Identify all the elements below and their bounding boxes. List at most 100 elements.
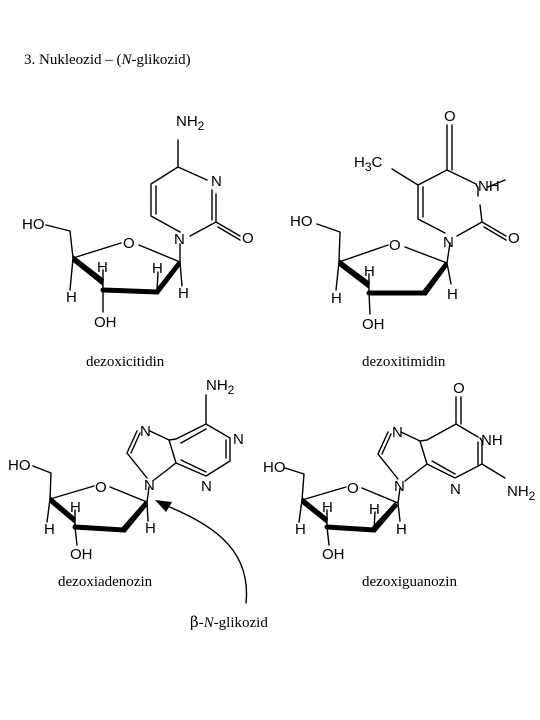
o-label: O [508, 230, 520, 247]
wedge-c4-c3 [73, 255, 104, 286]
h-c1 [397, 502, 401, 522]
o-label: O [444, 108, 456, 125]
imidazole-right [149, 430, 177, 481]
ring-bond-o-c1 [404, 246, 448, 264]
oh-c3 [368, 292, 371, 315]
thymine-carbonyl-2 [481, 221, 507, 241]
bold-c3-c2 [324, 524, 377, 533]
oh-label: OH [322, 546, 345, 563]
h-label: H [396, 521, 407, 538]
ring-o-label: O [123, 235, 135, 252]
h-c4 [335, 261, 340, 291]
pyrimidine-double [180, 428, 227, 473]
h-label: H [178, 285, 189, 302]
arrow-head [155, 500, 172, 512]
n-label: N [140, 423, 151, 440]
dezoxicitidin-structure: HO O H H H H OH N N O NH2 dezoxicitidin [22, 113, 254, 370]
h-label: H [97, 259, 108, 276]
dezoxiguanozin-structure: HO O H H H H OH N N N O NH NH2 dezoxigua… [263, 380, 536, 590]
carbonyl-top [446, 124, 453, 171]
n-label: N [201, 478, 212, 495]
oh-label: OH [70, 546, 93, 563]
wedge-c2-c1 [122, 501, 148, 533]
ho-label: HO [22, 216, 45, 233]
thymine-right-c [456, 204, 483, 237]
o-label: O [453, 380, 465, 397]
nh2-label: NH2 [507, 483, 536, 503]
h-c4 [46, 498, 51, 523]
nh-label: NH [481, 432, 503, 449]
bold-c3-c2 [72, 524, 127, 533]
h-label: H [70, 499, 81, 516]
n-label: N [394, 478, 405, 495]
carbonyl-bond [455, 396, 462, 425]
ring-bond-o-c1 [361, 487, 399, 504]
ring-o-label: O [389, 237, 401, 254]
h-c2 [373, 511, 376, 531]
imidazole-left [126, 430, 148, 479]
wedge-c4-c3 [339, 259, 370, 289]
ring-bond-c4-o [338, 244, 389, 263]
n-label: N [144, 477, 155, 494]
beta-n-glycoside-label: β-N-glikozid [190, 613, 268, 631]
nh2-label: NH2 [176, 113, 205, 133]
h-c1 [446, 262, 452, 285]
pyrimidine-ring [419, 423, 483, 479]
ring-bond-c4-o [301, 486, 347, 501]
dezoxicitidin-label: dezoxicitidin [86, 354, 165, 370]
thymine-nh-bond [487, 179, 506, 188]
thymine-right-b [475, 183, 479, 189]
wedge-c2-c1 [423, 262, 448, 296]
oh-label: OH [362, 316, 385, 333]
h-c1 [146, 501, 149, 522]
nh-label: NH [478, 178, 500, 195]
h-c4 [69, 257, 74, 291]
ring-o-label: O [95, 479, 107, 496]
h-c2 [156, 271, 159, 293]
glyco-bond [146, 486, 150, 503]
h-label: H [447, 286, 458, 303]
dezoxiadenozin-structure: HO O H H H OH N N N N NH2 dezoxiadenozin [8, 377, 244, 590]
dezoxitimidin-structure: HO O H H H OH N O NH O H3C dezoxitimidin [290, 108, 520, 370]
o-label: O [242, 230, 254, 247]
nh2-label: NH2 [206, 377, 235, 397]
wedge-c4-c3 [50, 496, 76, 524]
ch3-label: H3C [354, 154, 383, 174]
h-label: H [152, 260, 163, 277]
imidazole-right [400, 431, 428, 482]
dezoxitimidin-label: dezoxitimidin [362, 354, 446, 370]
c5-bond [45, 224, 74, 259]
pyrimidine-double [431, 441, 479, 475]
title-suffix: -glikozid) [131, 52, 191, 68]
wedge-c2-c1 [372, 502, 398, 533]
n-label: N [392, 424, 403, 441]
pyrimidine-ring [168, 423, 231, 477]
h-label: H [66, 289, 77, 306]
n-label: N [233, 431, 244, 448]
ring-bond-o-c1 [138, 244, 181, 263]
ho-label: HO [263, 459, 286, 476]
ho-label: HO [290, 213, 313, 230]
h-label: H [364, 263, 375, 280]
thymine-left [417, 169, 477, 234]
h-label: H [145, 520, 156, 537]
h-label: H [322, 499, 333, 516]
c5-bond [316, 223, 341, 263]
bold-c3-c2 [100, 287, 160, 295]
wedge-c2-c1 [156, 261, 181, 295]
dezoxiguanozin-label: dezoxiguanozin [362, 574, 457, 590]
n-label: N [443, 234, 454, 251]
n-label: N [450, 481, 461, 498]
h-c1 [179, 261, 183, 287]
nh2-bond [481, 463, 506, 479]
glyco-bond [397, 487, 401, 504]
ho-label: HO [8, 457, 31, 474]
ring-bond-c4-o [49, 485, 95, 500]
title-prefix: 3. Nukleozid – ( [24, 52, 122, 68]
methyl-bond [391, 168, 419, 186]
h-label: H [44, 521, 55, 538]
oh-c3 [326, 526, 330, 546]
arrow-curve [164, 504, 248, 604]
